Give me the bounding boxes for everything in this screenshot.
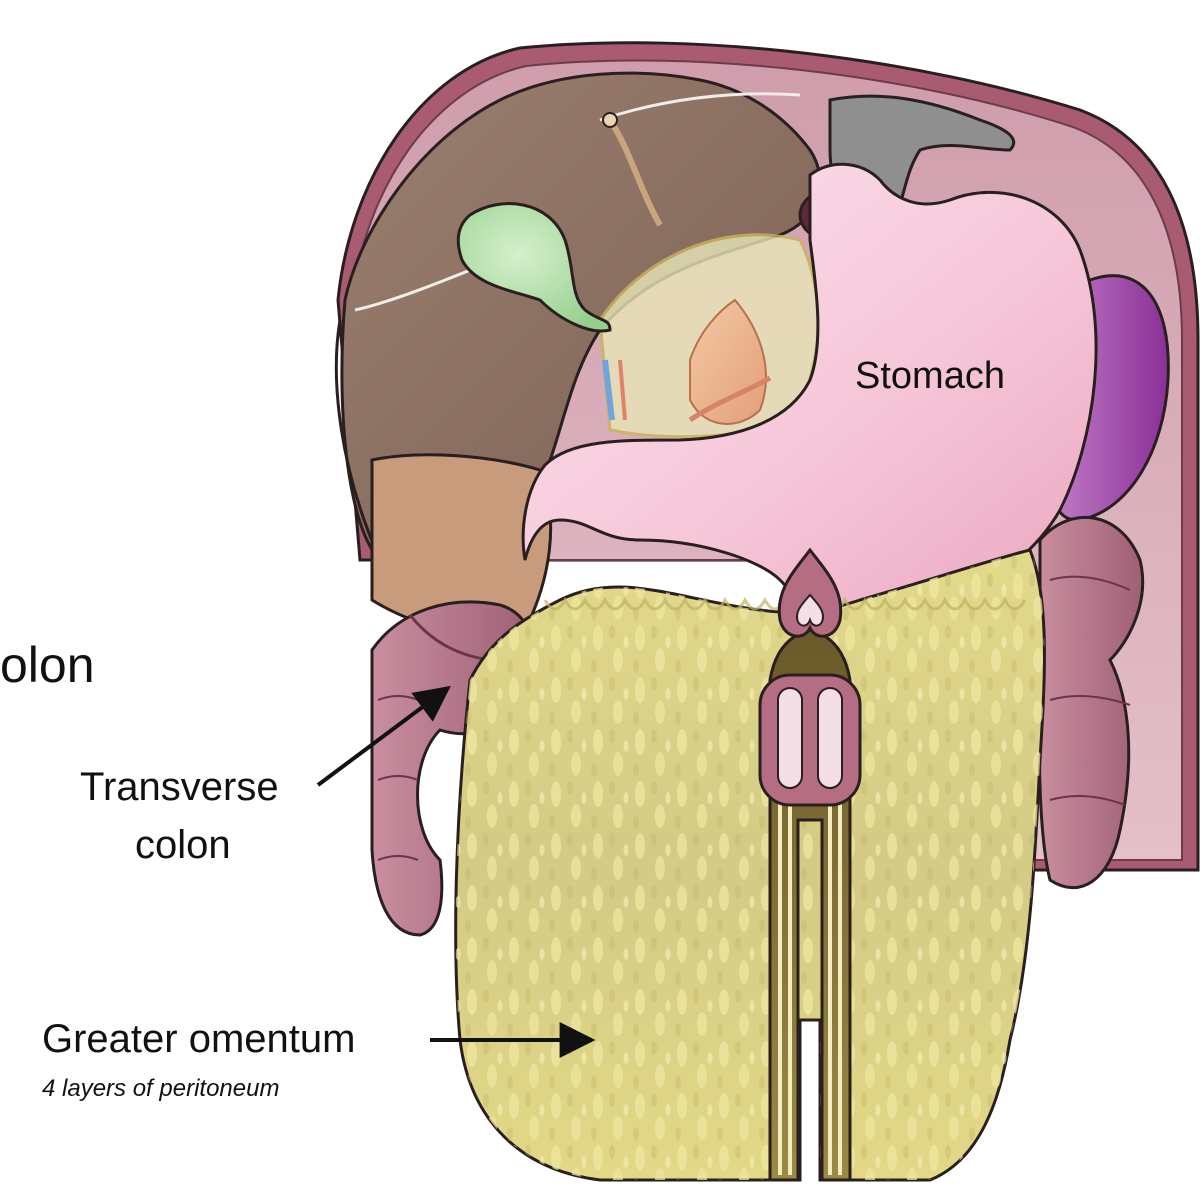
transverse-colon-label-line2: colon [135, 823, 231, 867]
hepatic-artery [618, 359, 627, 421]
portal-vein [602, 359, 615, 421]
transverse-colon-right [1037, 516, 1145, 890]
greater-omentum [454, 548, 1046, 1182]
colon-partial-label: olon [0, 637, 95, 693]
colon-cut-section [758, 673, 862, 807]
splenic-artery [688, 375, 772, 423]
gallbladder [456, 202, 612, 333]
pancreas [689, 298, 767, 425]
stomach-cut-section [777, 547, 843, 638]
transverse-colon-arrow [316, 685, 451, 787]
stomach-label: Stomach [855, 355, 1005, 397]
transverse-colon-label-line1: Transverse [80, 765, 279, 809]
greater-omentum-note: 4 layers of peritoneum [42, 1075, 279, 1102]
greater-omentum-label: Greater omentum [42, 1017, 355, 1061]
stomach [521, 162, 1098, 628]
